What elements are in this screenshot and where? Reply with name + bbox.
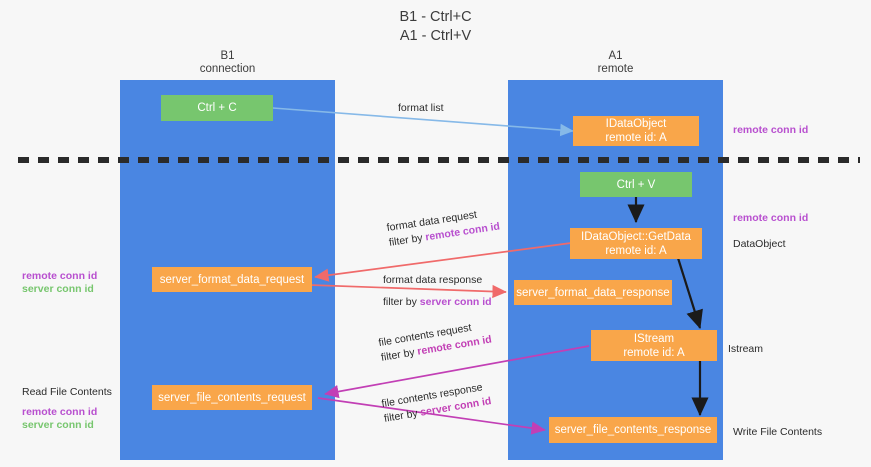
annotation-read-file-contents: Read File Contents (22, 386, 112, 398)
edge-label-format-data-response-line1: format data response (383, 274, 483, 286)
node-server-file-contents-request[interactable]: server_file_contents_request (152, 385, 312, 410)
edge-label-file-contents-request: file contents request filter by remote c… (378, 318, 493, 366)
node-idataobject-getdata[interactable]: IDataObject::GetData remote id: A (570, 228, 702, 259)
column-header-a1: A1 remote (508, 50, 723, 76)
annotation-remote-conn-id-mid: remote conn id (733, 212, 809, 224)
node-server-format-data-response[interactable]: server_format_data_response (514, 280, 672, 305)
node-ctrl-v[interactable]: Ctrl + V (580, 172, 692, 197)
column-header-b1-sub: connection (199, 63, 256, 75)
node-ctrl-c-label: Ctrl + C (197, 102, 237, 114)
page-title: B1 - Ctrl+C A1 - Ctrl+V (0, 8, 871, 46)
edge-label-format-list: format list (398, 101, 444, 116)
node-ctrl-c[interactable]: Ctrl + C (161, 95, 273, 121)
edge-label-file-contents-response: file contents response filter by server … (381, 379, 493, 427)
node-server-format-data-request-label: server_format_data_request (159, 273, 305, 286)
annotation-dataobject: DataObject (733, 238, 786, 250)
edge-label-format-data-request-prefix: filter by (388, 231, 427, 249)
node-server-file-contents-request-label: server_file_contents_request (158, 391, 306, 404)
edge-label-format-data-request: format data request filter by remote con… (386, 205, 501, 251)
node-server-format-data-request[interactable]: server_format_data_request (152, 267, 312, 292)
column-header-a1-name: A1 (608, 50, 623, 62)
annotation-left-remote-conn-id: remote conn id (22, 270, 98, 282)
edge-label-format-data-response: format data response filter by server co… (383, 273, 492, 310)
node-server-file-contents-response[interactable]: server_file_contents_response (549, 417, 717, 443)
column-header-a1-sub: remote (597, 63, 634, 75)
annotation-istream: Istream (728, 343, 764, 355)
node-istream[interactable]: IStream remote id: A (591, 330, 717, 361)
annotation-left-server-conn-id-2: server conn id (22, 419, 94, 431)
node-idataobject-top-line1: IDataObject (605, 118, 667, 130)
annotation-left-remote-conn-id-2: remote conn id (22, 406, 98, 418)
edge-label-format-list-text: format list (398, 102, 444, 114)
edge-label-format-data-response-prefix: filter by (383, 296, 420, 308)
title-line-2: A1 - Ctrl+V (399, 28, 472, 44)
node-idataobject-top-line2: remote id: A (605, 132, 667, 144)
title-line-1: B1 - Ctrl+C (399, 9, 472, 25)
annotation-remote-conn-id-top: remote conn id (733, 124, 809, 136)
column-header-b1-name: B1 (220, 50, 235, 62)
annotation-write-file-contents: Write File Contents (733, 426, 823, 438)
node-idataobject-top[interactable]: IDataObject remote id: A (573, 116, 699, 146)
node-ctrl-v-label: Ctrl + V (616, 178, 656, 191)
edge-label-format-data-response-key: server conn id (419, 296, 492, 308)
node-istream-line2: remote id: A (623, 346, 685, 359)
column-header-b1: B1 connection (120, 50, 335, 76)
node-idataobject-getdata-line2: remote id: A (605, 244, 667, 257)
node-server-format-data-response-label: server_format_data_response (516, 286, 670, 299)
edge-label-format-data-response-line2: filter by server conn id (383, 295, 492, 310)
node-idataobject-getdata-line1: IDataObject::GetData (581, 230, 691, 243)
annotation-left-server-conn-id: server conn id (22, 283, 94, 295)
node-istream-line1: IStream (633, 332, 675, 345)
node-server-file-contents-response-label: server_file_contents_response (554, 424, 712, 436)
